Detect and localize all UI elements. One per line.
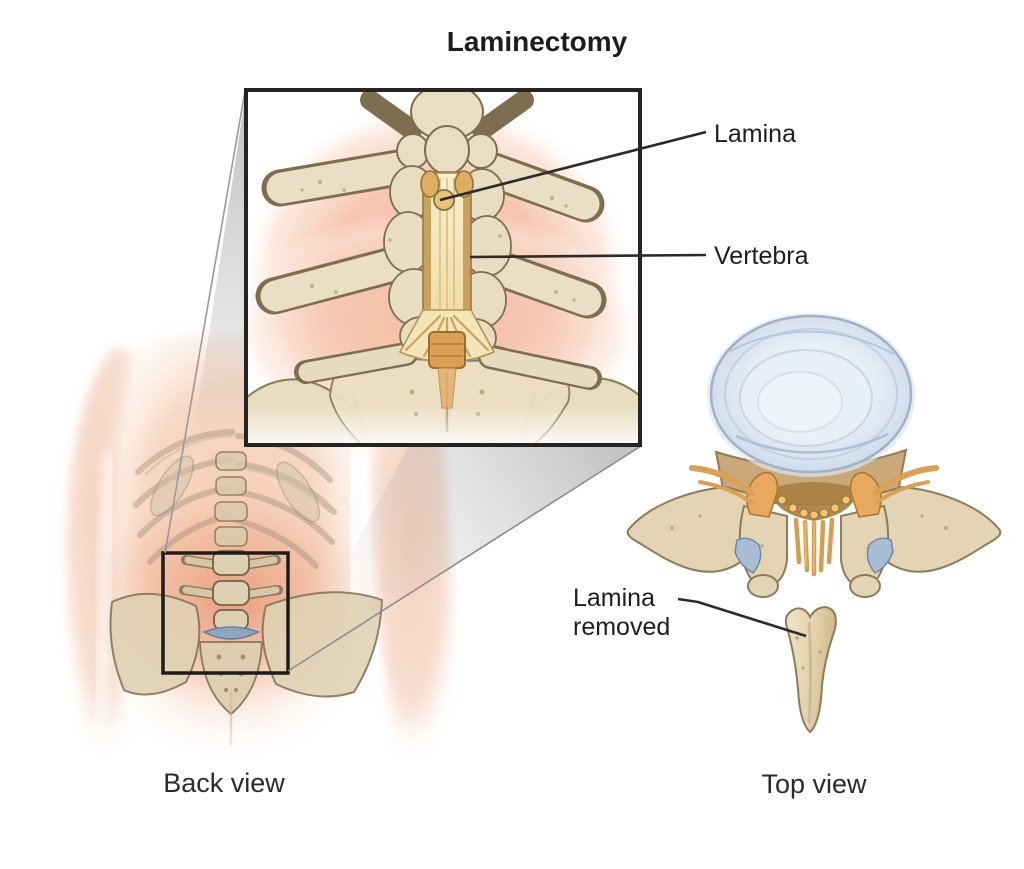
exposed-canal: [398, 170, 496, 409]
lamina-removed-label-line1: Lamina: [573, 584, 655, 612]
lamina-removed-label-line2: removed: [573, 613, 670, 641]
removed-lamina-piece: [784, 606, 837, 734]
disc-ghost: [202, 626, 260, 640]
vertebra-label: Vertebra: [714, 242, 809, 270]
inset-border: [244, 88, 642, 447]
figure-title: Laminectomy: [447, 26, 628, 57]
top-view-speckles: [670, 514, 948, 550]
canal-contents: [771, 482, 857, 577]
nerve-roots: [689, 465, 939, 505]
vertebra-leader-line: [469, 253, 707, 259]
bottom-fade: [60, 716, 460, 768]
zoom-projection: [164, 90, 642, 672]
left-projection-wedge: [192, 92, 246, 443]
left-projection-line: [164, 90, 246, 554]
inset-closeup: [244, 88, 642, 447]
transverse-processes: [255, 149, 607, 390]
bone-speckles: [300, 179, 576, 302]
spine-column: [60, 451, 460, 768]
cartilage-crescents: [734, 537, 894, 574]
upper-vertebra: [360, 92, 534, 175]
lamina-label: Lamina: [714, 120, 796, 148]
top-view-illustration: [626, 313, 1002, 734]
intervertebral-disc: [707, 313, 915, 477]
lamina-leader-line: [439, 130, 707, 202]
back-view-illustration: [60, 336, 460, 768]
callouts: Lamina Vertebra Lamina removed: [439, 120, 809, 641]
top-view-caption: Top view: [761, 769, 867, 799]
inset-content: [248, 92, 638, 443]
back-view-caption: Back view: [163, 768, 285, 798]
lumbar-vertebrae: [179, 550, 283, 716]
facet-joints: [746, 471, 882, 518]
lamina-removed-leader-line: [677, 597, 807, 638]
zoom-source-rect: [161, 551, 290, 675]
right-projection-line: [287, 445, 642, 672]
